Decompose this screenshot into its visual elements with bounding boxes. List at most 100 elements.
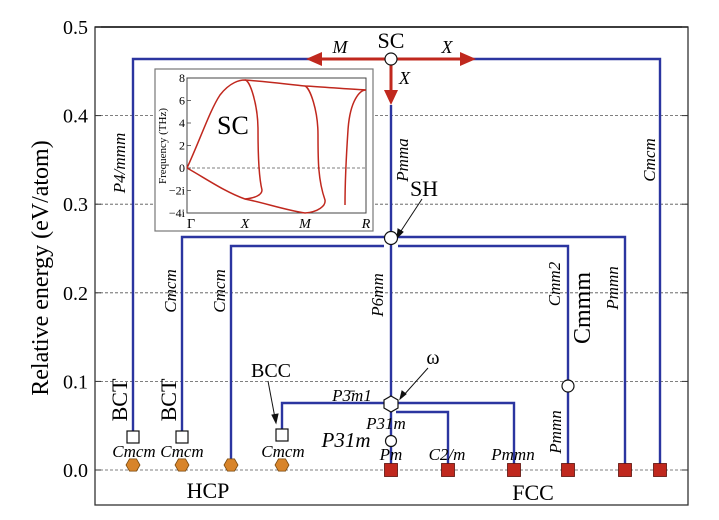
hcp-marker [223, 458, 239, 472]
inset-y-tick-label: 6 [179, 94, 185, 108]
hcp-marker [174, 458, 190, 472]
label-cmcm-a: Cmcm [161, 269, 180, 312]
arrow-label-m: M [332, 37, 349, 57]
y-tick-label: 0.5 [63, 17, 88, 39]
label-pmmn-low: Pmmn [546, 410, 565, 454]
path-p4mmm [131, 57, 320, 437]
sc-node-marker [384, 52, 398, 66]
inset-x-tick-label: R [361, 217, 371, 232]
inset-y-label: Frequency (THz) [157, 108, 169, 184]
fcc-marker [653, 463, 667, 477]
label-c2m: C2/m [429, 445, 466, 464]
fcc-marker [561, 463, 575, 477]
p31m-node-marker [384, 434, 398, 448]
label-pmma: Pmma [393, 138, 412, 182]
fcc-marker [507, 463, 521, 477]
inset-y-tick-label: 2 [179, 139, 185, 153]
node-label-sh: SH [410, 176, 438, 201]
omega-node-marker [383, 395, 399, 413]
inset-y-tick-label: 4 [179, 116, 185, 130]
node-label-bct-1: BCT [107, 378, 132, 421]
label-pmmn-top: Pmmn [603, 266, 622, 310]
y-tick-label: 0.2 [63, 283, 88, 305]
inset-y-tick-label: −2i [169, 184, 186, 198]
arrow-label-x-down: X [398, 68, 411, 88]
path-cmcm-right [466, 57, 662, 470]
path-cmcm-b [229, 244, 384, 470]
path-c2m [396, 410, 450, 470]
node-label-hcp: HCP [187, 478, 230, 503]
inset-title: SC [217, 111, 249, 140]
label-cmcm-bcc: Cmcm [261, 442, 304, 461]
sh-node-marker [383, 230, 399, 246]
y-tick-label: 0.4 [63, 106, 88, 128]
label-p31m-small: P31m [365, 414, 406, 433]
node-label-p31m: P31m [321, 428, 371, 452]
label-p6mm: P6mm [368, 273, 387, 317]
node-label-cmmm: Cmmm [570, 272, 596, 344]
phonon-branch-upper [186, 79, 367, 169]
bcc-marker [275, 428, 289, 442]
inset-phonon-curves [186, 79, 367, 214]
inset-y-tick-labels: 8 6 4 2 0 −2i −4i [169, 71, 186, 220]
hcp-marker [274, 458, 290, 472]
node-label-bct-2: BCT [156, 378, 181, 421]
arrow-label-x-right: X [441, 37, 454, 57]
pointer-arrows [267, 198, 429, 425]
omega-pointer-head-icon [399, 390, 407, 401]
fcc-marker [441, 463, 455, 477]
omega-pointer [402, 367, 429, 397]
inset-x-tick-label: Γ [187, 217, 195, 232]
bct2-marker [175, 430, 189, 444]
arrow-x-right-head-icon [460, 52, 476, 66]
y-tick-labels: 0.00.10.20.30.40.5 [63, 17, 88, 482]
hcp-marker [125, 458, 141, 472]
label-cmm2: Cmm2 [545, 261, 564, 306]
label-pmmn-bottom: Pmmn [490, 445, 534, 464]
cmmm-node-marker [561, 379, 575, 393]
fcc-markers [384, 463, 667, 477]
phonon-branch-r [344, 89, 367, 206]
path-labels: P4/mmm Pmma Cmcm Cmcm Cmcm P6mm Cmm2 Pmm… [110, 133, 659, 455]
label-cmcm-bct2: Cmcm [160, 442, 203, 461]
node-label-bcc: BCC [251, 360, 291, 382]
path-cmcm-a [180, 235, 385, 437]
inset-x-tick-label: X [240, 217, 250, 232]
label-cmcm-b: Cmcm [210, 269, 229, 312]
path-pmmn-top [397, 235, 627, 470]
bcc-pointer [267, 380, 276, 419]
inset-y-tick-label: 8 [179, 71, 185, 85]
inset-y-tick-label: 0 [179, 161, 185, 175]
path-cmm2 [398, 244, 570, 470]
path-pmmn-bottom [398, 401, 516, 470]
phonon-branch-x [244, 79, 263, 200]
node-label-omega: ω [426, 347, 439, 369]
node-label-sc: SC [378, 28, 405, 53]
bct1-marker [126, 430, 140, 444]
label-cmcm-right: Cmcm [640, 138, 659, 181]
fcc-marker [384, 463, 398, 477]
path-p3m1 [280, 401, 385, 437]
inset-y-tick-label: −4i [169, 206, 186, 220]
transition-paths [131, 57, 662, 470]
hcp-markers [125, 458, 290, 472]
bcc-pointer-head-icon [271, 413, 279, 425]
label-p3m1: P3̄m1 [331, 386, 372, 405]
phonon-branch-lower [186, 167, 306, 214]
sh-pointer [398, 198, 423, 235]
fcc-marker [618, 463, 632, 477]
inset-frame [154, 68, 374, 232]
node-markers [125, 52, 667, 477]
arrow-x-down-head-icon [384, 90, 398, 105]
y-tick-label: 0.1 [63, 371, 88, 393]
sh-pointer-head-icon [396, 228, 404, 240]
label-cmcm-bct1: Cmcm [112, 442, 155, 461]
label-p4mmm: P4/mmm [110, 133, 129, 194]
arrow-m-head-icon [306, 52, 322, 66]
phonon-branch-m [304, 85, 326, 214]
y-tick-label: 0.3 [63, 194, 88, 216]
label-pm: Pm [379, 445, 403, 464]
path-labels-horizontal: P3̄m1 P31m Pm C2/m Pmmn Cmcm Cmcm Cmcm [112, 386, 534, 464]
